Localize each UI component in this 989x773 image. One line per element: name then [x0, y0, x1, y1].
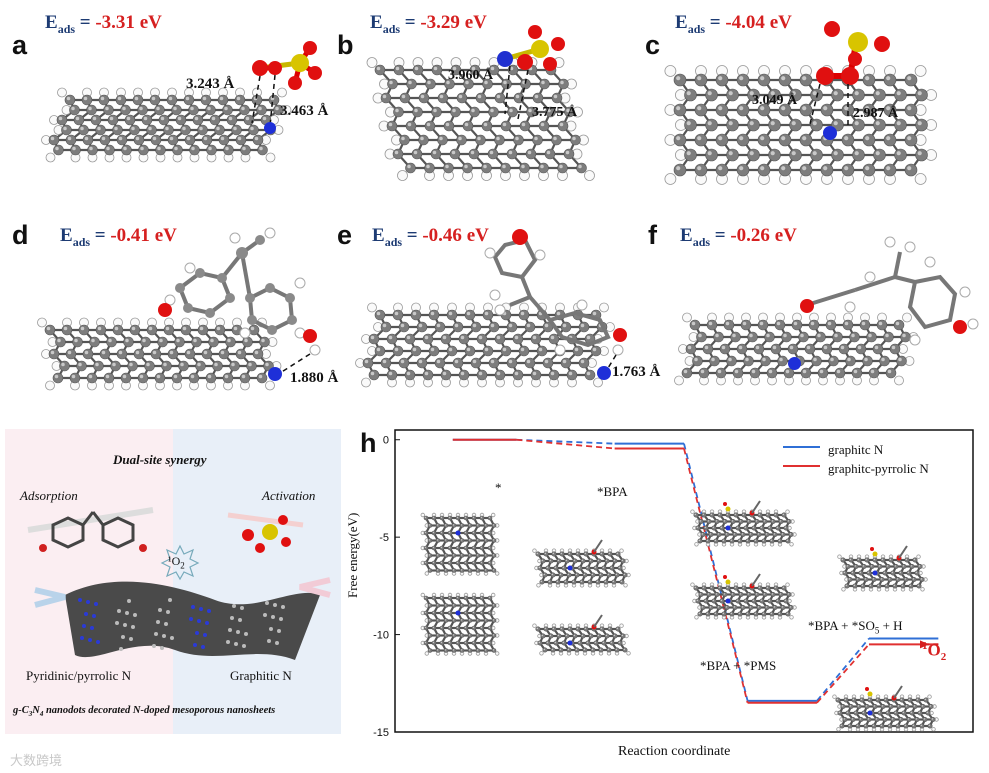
distance-label-d1: 1.880 Å: [290, 370, 338, 387]
distance-label-e1: 1.763 Å: [612, 364, 660, 381]
eads-b: Eads = -3.29 eV: [370, 12, 487, 37]
distance-label-b2: 3.775 Å: [532, 105, 577, 121]
nanosheet-g: [55, 565, 325, 675]
eads-f: Eads = -0.26 eV: [680, 225, 797, 250]
panel-label-a: a: [12, 30, 27, 61]
nitrogen-atom-a: [264, 122, 276, 134]
panel-label-b: b: [337, 30, 354, 61]
structure-thumbnail-8: [830, 680, 950, 735]
annotation-star: *: [495, 480, 502, 496]
watermark-logo: 大数跨境: [10, 750, 62, 769]
structure-thumbnail-3: [530, 540, 640, 595]
bpa-molecule-g: [28, 500, 158, 560]
dual-site-title: Dual-site synergy: [113, 452, 207, 468]
distance-label-c1: 3.049 Å: [752, 93, 797, 109]
structure-thumbnail-1: [420, 512, 505, 580]
legend-graphitc-n: graphitc N: [828, 442, 883, 458]
pyridinic-label: Pyridinic/pyrrolic N: [26, 668, 131, 684]
annotation-bpa-pms: *BPA + *PMS: [700, 658, 776, 674]
structure-thumbnail-2: [420, 592, 505, 660]
bonds: [538, 629, 625, 650]
nitrogen-atom-e: [597, 366, 611, 380]
x-axis-label: Reaction coordinate: [618, 744, 730, 760]
graphitic-label: Graphitic N: [230, 668, 292, 684]
panel-label-d: d: [12, 220, 29, 251]
structure-thumbnail-6: [688, 568, 808, 623]
structure-thumbnail-5: [688, 495, 808, 550]
nitrogen-atom-c: [823, 126, 837, 140]
panel-label-f: f: [648, 220, 657, 251]
y-tick-label: -15: [373, 727, 389, 739]
structure-thumbnail-7: [835, 540, 940, 595]
pms-molecule-g: [228, 510, 308, 555]
legend-graphitc-pyrrolic-n: graphitc-pyrrolic N: [828, 461, 929, 477]
bpa-molecule-d: [150, 228, 330, 388]
annotation-bpa: *BPA: [597, 484, 628, 500]
transition-line: [516, 440, 614, 449]
singlet-oxygen-label: 1O2: [922, 640, 946, 663]
g-caption: g-C3N4 nanodots decorated N-doped mesopo…: [13, 705, 275, 718]
eads-a: Eads = -3.31 eV: [45, 12, 162, 37]
y-tick-label: -5: [379, 532, 389, 544]
distance-label-b1: 3.960 Å: [448, 68, 493, 84]
structure-thumbnail-4: [530, 615, 640, 665]
arrow-left-icon: [30, 585, 70, 610]
bpa-molecule-f: [795, 232, 975, 352]
annotation-bpa-so5-h: *BPA + *SO5 + H: [808, 618, 903, 636]
y-tick-label: 0: [383, 435, 389, 447]
arrow-right-icon: [295, 575, 335, 600]
y-tick-label: -10: [373, 630, 389, 642]
panel-label-e: e: [337, 220, 352, 251]
distance-label-c2: 2.987 Å: [853, 106, 898, 122]
nitrogen-atom-f: [788, 357, 801, 370]
bpa-molecule-e: [470, 225, 640, 375]
eads-c: Eads = -4.04 eV: [675, 12, 792, 37]
distance-label-a2: 3.463 Å: [280, 103, 328, 120]
activation-label: Activation: [262, 488, 315, 504]
nitrogen-atom-d: [268, 367, 282, 381]
distance-label-a1: 3.243 Å: [186, 76, 234, 93]
